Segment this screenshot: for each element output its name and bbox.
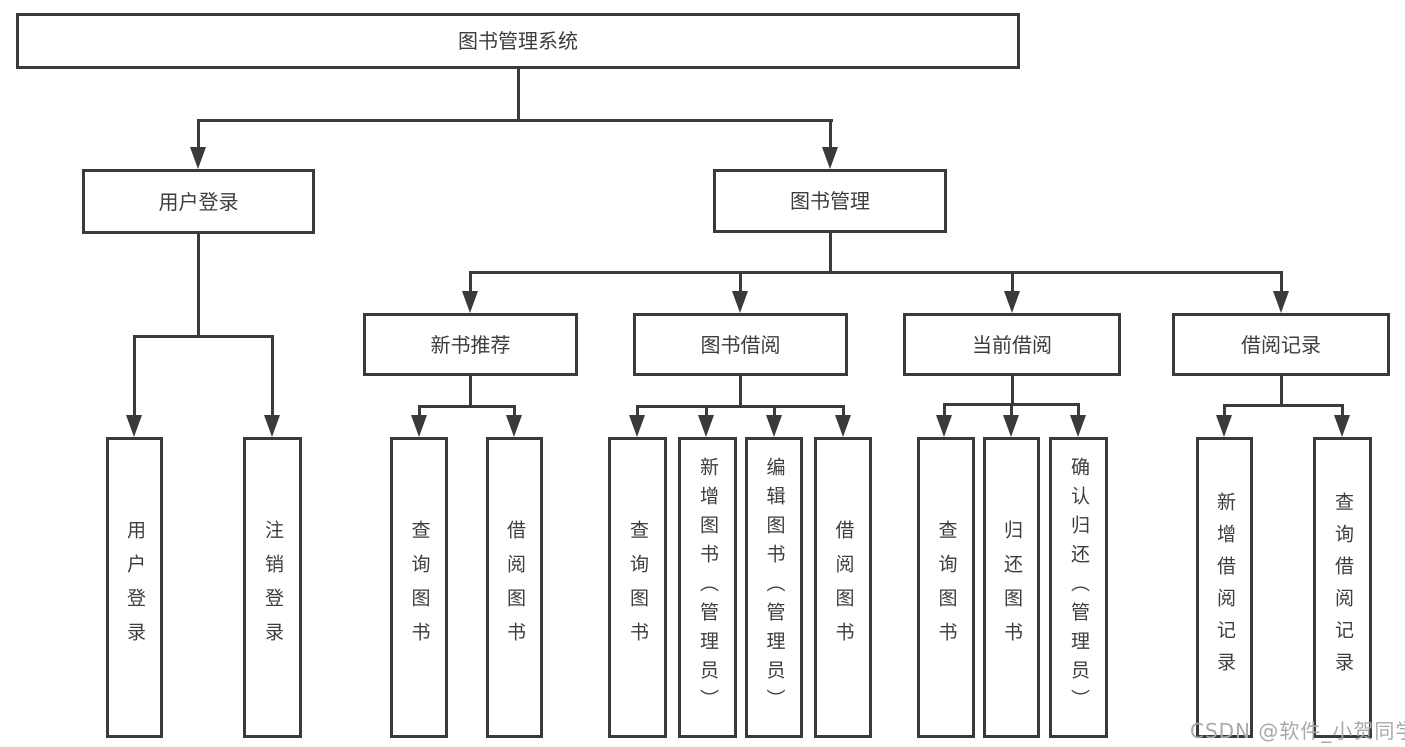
connector-line	[636, 405, 639, 417]
connector-line	[1011, 271, 1014, 293]
leaf-label: 查询图书	[935, 519, 958, 656]
arrow-down-icon	[1004, 291, 1020, 313]
leaf-edit-book-admin: 编辑图书（管理员）	[745, 437, 803, 738]
connector-line	[943, 403, 946, 417]
connector-line	[773, 405, 776, 417]
arrow-down-icon	[264, 415, 280, 437]
connector-line	[469, 271, 472, 293]
leaf-label: 归还图书	[1001, 519, 1023, 656]
leaf-label: 编辑图书（管理员）	[763, 457, 786, 718]
connector-line	[636, 405, 845, 408]
arrow-down-icon	[190, 147, 206, 169]
arrow-down-icon	[698, 415, 714, 437]
connector-line	[1280, 376, 1283, 406]
arrow-down-icon	[629, 415, 645, 437]
node-label: 新书推荐	[430, 332, 511, 357]
node-label: 当前借阅	[972, 332, 1052, 357]
connector-line	[705, 405, 708, 417]
connector-line	[271, 335, 274, 417]
node-book-borrowing: 图书借阅	[633, 313, 848, 376]
leaf-add-borrow-record: 新增借阅记录	[1196, 437, 1253, 738]
arrow-down-icon	[1070, 415, 1086, 437]
connector-line	[1010, 403, 1013, 417]
leaf-query-books-2: 查询图书	[608, 437, 667, 738]
arrow-down-icon	[1003, 415, 1019, 437]
connector-line	[469, 376, 472, 407]
arrow-down-icon	[766, 415, 782, 437]
connector-line	[197, 119, 200, 149]
leaf-label: 借阅图书	[832, 519, 855, 656]
node-label: 图书管理	[790, 189, 870, 213]
node-library-system: 图书管理系统	[16, 13, 1020, 69]
leaf-label: 查询借阅记录	[1332, 491, 1354, 684]
connector-line	[1341, 404, 1344, 417]
node-new-book-recommend: 新书推荐	[363, 313, 578, 376]
leaf-query-books-3: 查询图书	[917, 437, 975, 738]
connector-line	[739, 376, 742, 407]
arrow-down-icon	[411, 415, 427, 437]
connector-line	[513, 405, 516, 417]
connector-line	[197, 119, 833, 122]
node-borrow-records: 借阅记录	[1172, 313, 1390, 376]
arrow-down-icon	[506, 415, 522, 437]
connector-line	[133, 335, 274, 338]
arrow-down-icon	[936, 415, 952, 437]
leaf-user-login: 用户登录	[106, 437, 163, 738]
arrow-down-icon	[732, 291, 748, 313]
connector-line	[418, 405, 516, 408]
arrow-down-icon	[462, 291, 478, 313]
csdn-watermark: CSDN @软件_小贺同学	[1190, 719, 1405, 743]
connector-line	[197, 234, 200, 337]
connector-line	[469, 271, 1283, 274]
arrow-down-icon	[1273, 291, 1289, 313]
leaf-logout: 注销登录	[243, 437, 302, 738]
connector-line	[1011, 376, 1014, 405]
leaf-label: 新增借阅记录	[1214, 491, 1236, 684]
leaf-return-books: 归还图书	[983, 437, 1040, 738]
node-label: 图书借阅	[700, 332, 781, 357]
arrow-down-icon	[835, 415, 851, 437]
leaf-borrow-books-2: 借阅图书	[814, 437, 872, 738]
connector-line	[829, 233, 832, 273]
arrow-down-icon	[1216, 415, 1232, 437]
leaf-confirm-return-admin: 确认归还（管理员）	[1049, 437, 1108, 738]
node-label: 图书管理系统	[458, 29, 578, 53]
node-user-login: 用户登录	[82, 169, 315, 234]
arrow-down-icon	[126, 415, 142, 437]
arrow-down-icon	[1334, 415, 1350, 437]
leaf-label: 注销登录	[262, 519, 284, 656]
node-label: 用户登录	[158, 189, 239, 214]
arrow-down-icon	[822, 147, 838, 169]
node-book-management: 图书管理	[713, 169, 947, 233]
connector-line	[133, 335, 136, 417]
leaf-label: 借阅图书	[504, 519, 526, 656]
node-label: 借阅记录	[1241, 332, 1321, 357]
connector-line	[1077, 403, 1080, 417]
connector-line	[739, 271, 742, 293]
connector-line	[829, 119, 832, 149]
leaf-label: 确认归还（管理员）	[1068, 457, 1090, 718]
leaf-label: 查询图书	[408, 519, 431, 656]
connector-line	[1223, 404, 1344, 407]
leaf-label: 查询图书	[627, 519, 649, 656]
leaf-label: 用户登录	[124, 519, 146, 656]
connector-line	[1223, 404, 1226, 417]
leaf-query-books: 查询图书	[390, 437, 448, 738]
connector-line	[517, 69, 520, 121]
connector-line	[1280, 271, 1283, 293]
node-current-borrowing: 当前借阅	[903, 313, 1121, 376]
leaf-borrow-books: 借阅图书	[486, 437, 543, 738]
leaf-add-book-admin: 新增图书（管理员）	[678, 437, 737, 738]
leaf-label: 新增图书（管理员）	[697, 457, 719, 718]
connector-line	[418, 405, 421, 417]
connector-line	[842, 405, 845, 417]
leaf-query-borrow-record: 查询借阅记录	[1313, 437, 1372, 738]
